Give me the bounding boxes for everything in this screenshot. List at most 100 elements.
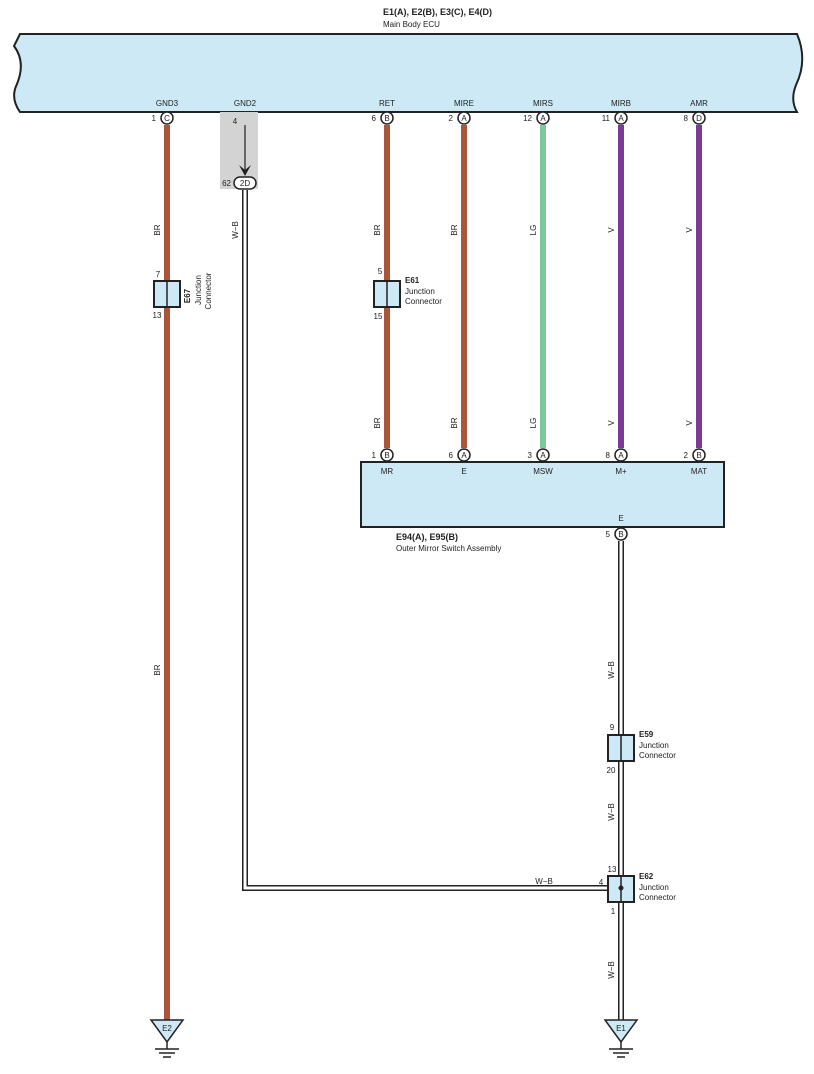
svg-text:E2: E2 <box>162 1024 172 1033</box>
ecu-pin-label-ret: RET <box>379 99 395 108</box>
switch-pin-mplus: A 8 <box>606 448 628 462</box>
svg-text:3: 3 <box>528 451 533 460</box>
wire-label-br-mire-bottom: BR <box>450 417 459 428</box>
main-body-ecu-box <box>12 33 804 113</box>
svg-text:B: B <box>696 451 701 460</box>
ecu-name: Main Body ECU <box>383 20 440 29</box>
junction-e59: 9 20 E59 Junction Connector <box>607 723 677 775</box>
switch-pin-label-mat: MAT <box>691 467 707 476</box>
ground-e2-icon: E2 <box>149 1019 185 1058</box>
svg-text:A: A <box>540 451 546 460</box>
svg-text:Connector: Connector <box>405 297 442 306</box>
switch-name: Outer Mirror Switch Assembly <box>396 544 501 553</box>
svg-text:Connector: Connector <box>639 893 676 902</box>
wire-label-v-mirb-top: V <box>607 227 616 233</box>
ecu-pin-mirs: A 12 <box>523 111 550 125</box>
ecu-pin-label-mirs: MIRS <box>533 99 553 108</box>
svg-text:8: 8 <box>684 114 689 123</box>
junction-e61: 5 15 E61 Junction Connector <box>373 267 442 321</box>
svg-text:12: 12 <box>523 114 532 123</box>
svg-text:5: 5 <box>606 530 611 539</box>
svg-text:E59: E59 <box>639 730 654 739</box>
svg-text:A: A <box>618 451 624 460</box>
svg-text:2D: 2D <box>240 179 250 188</box>
switch-pin-mat: B 2 <box>684 448 706 462</box>
svg-text:B: B <box>618 530 623 539</box>
svg-text:A: A <box>461 451 467 460</box>
svg-text:Junction: Junction <box>639 883 669 892</box>
wire-label-v-amr-bottom: V <box>685 420 694 426</box>
ecu-pin-label-amr: AMR <box>690 99 708 108</box>
switch-pin-msw: A 3 <box>528 448 550 462</box>
switch-pin-ground: B 5 <box>606 527 628 541</box>
ecu-pin-mire: A 2 <box>449 111 471 125</box>
svg-text:Junction: Junction <box>194 275 203 305</box>
gnd2-shield-band <box>220 112 258 189</box>
svg-text:E1: E1 <box>616 1024 626 1033</box>
svg-text:2: 2 <box>684 451 689 460</box>
svg-text:A: A <box>540 114 546 123</box>
switch-pin-label-msw: MSW <box>533 467 553 476</box>
svg-text:C: C <box>164 114 170 123</box>
svg-text:A: A <box>461 114 467 123</box>
ecu-pin-amr: D 8 <box>684 111 706 125</box>
svg-text:D: D <box>696 114 702 123</box>
wire-label-lg-top: LG <box>529 225 538 236</box>
junction-e62: 13 4 1 E62 Junction Connector <box>599 865 676 916</box>
wire-label-v-mirb-bottom: V <box>607 420 616 426</box>
gnd2-arrow-icon <box>239 165 251 176</box>
wire-gnd2-wb <box>242 190 612 891</box>
wire-label-lg-bottom: LG <box>529 418 538 429</box>
wire-label-br-gnd3-lower: BR <box>153 664 162 675</box>
svg-text:4: 4 <box>599 878 604 887</box>
wire-label-br-mire-top: BR <box>450 224 459 235</box>
svg-text:8: 8 <box>606 451 611 460</box>
svg-text:A: A <box>618 114 624 123</box>
switch-ground-label: E <box>618 514 623 523</box>
svg-text:E67: E67 <box>183 288 192 303</box>
wire-label-wb-horizontal: W−B <box>535 877 553 886</box>
gnd2-junction-pin: 2D 62 <box>222 176 257 190</box>
svg-text:62: 62 <box>222 179 231 188</box>
svg-text:13: 13 <box>153 311 162 320</box>
svg-text:E62: E62 <box>639 872 654 881</box>
wire-label-br-ret-bottom: BR <box>373 417 382 428</box>
svg-text:5: 5 <box>378 267 383 276</box>
outer-mirror-switch-box <box>360 461 725 528</box>
wire-label-wb-gnd2: W−B <box>231 221 240 239</box>
ecu-pin-gnd3: C 1 <box>152 111 174 125</box>
svg-text:E61: E61 <box>405 276 420 285</box>
svg-text:Junction: Junction <box>405 287 435 296</box>
svg-text:Junction: Junction <box>639 741 669 750</box>
switch-pin-label-mr: MR <box>381 467 394 476</box>
svg-text:20: 20 <box>607 766 616 775</box>
junction-e67: 7 13 E67 Junction Connector <box>153 270 213 320</box>
ecu-pin-label-gnd3: GND3 <box>156 99 179 108</box>
svg-text:B: B <box>384 114 389 123</box>
svg-text:B: B <box>384 451 389 460</box>
svg-text:9: 9 <box>610 723 615 732</box>
svg-text:Connector: Connector <box>204 272 213 309</box>
switch-codes: E94(A), E95(B) <box>396 532 458 542</box>
svg-text:1: 1 <box>611 907 616 916</box>
ecu-pin-label-gnd2: GND2 <box>234 99 257 108</box>
ecu-pin-label-mire: MIRE <box>454 99 474 108</box>
switch-pin-e: A 6 <box>449 448 471 462</box>
ground-e1-icon: E1 <box>603 1019 639 1058</box>
switch-pin-label-e: E <box>461 467 466 476</box>
wire-label-br-gnd3-top: BR <box>153 224 162 235</box>
ecu-codes: E1(A), E2(B), E3(C), E4(D) <box>383 7 492 17</box>
svg-text:Connector: Connector <box>639 751 676 760</box>
ecu-pin-ret: B 6 <box>372 111 394 125</box>
ecu-pin-label-mirb: MIRB <box>611 99 631 108</box>
svg-text:6: 6 <box>372 114 377 123</box>
wire-label-wb-switch-mid: W−B <box>607 803 616 821</box>
svg-text:6: 6 <box>449 451 454 460</box>
svg-text:2: 2 <box>449 114 454 123</box>
svg-text:11: 11 <box>602 114 611 123</box>
wire-label-br-ret-top: BR <box>373 224 382 235</box>
wire-label-wb-switch-lower: W−B <box>607 961 616 979</box>
svg-text:15: 15 <box>374 312 383 321</box>
svg-text:1: 1 <box>152 114 157 123</box>
